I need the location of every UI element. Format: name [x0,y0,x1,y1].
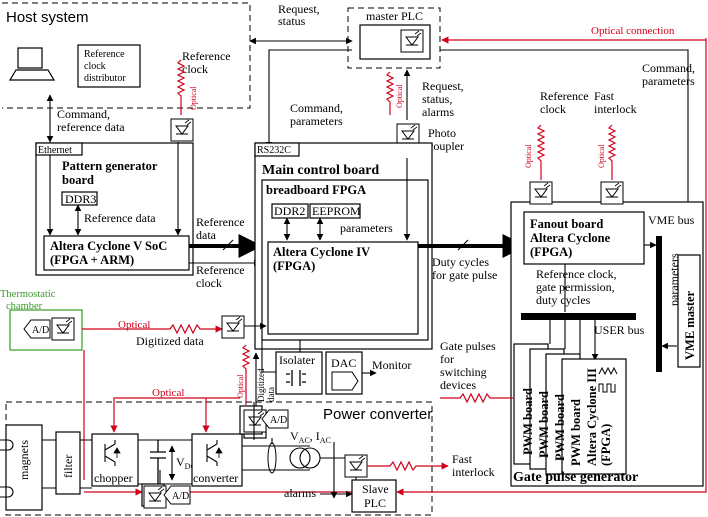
duty-cycles-label: Duty cycles for gate pulse [432,255,497,282]
monitor-label: Monitor [372,358,411,372]
master-plc: master PLC [347,7,441,69]
ddr2-label: DDR2 [274,204,305,218]
optical-label-left: Optical [189,86,198,110]
pwm-board-label-4: PWM board [569,399,583,466]
fast-interlock-label-top: Fast interlock [594,89,637,116]
filter-box [55,431,81,495]
thermo-optical-label: Optical [118,319,150,331]
request-status-label: Request, status [278,2,323,28]
vdc-label: VDC [176,455,196,471]
slave-plc-label: Slave PLC [362,482,392,510]
request-status-alarms-label: Request, status, alarms [422,79,467,119]
thermostatic-chamber: Thermostatic chamber A/D [0,289,83,351]
vac-iac-label: VAC, IAC [290,429,331,445]
parameters-main-label: parameters [340,221,393,235]
isolater-label: Isolater [279,353,315,367]
thermo-ad-label: A/D [32,325,49,336]
gate-pulses-label: Gate pulses for switching devices [440,339,499,392]
digitized-data-small-label: Digitized data [256,366,276,402]
pulse-waveform-icon [598,366,618,393]
power-converter-title: Power converter [323,406,432,423]
reference-clock-label-right: Reference clock [540,89,592,116]
dac-label: DAC [331,356,356,370]
ethernet-label: Ethernet [38,145,72,156]
reference-data-link-label: Reference data [196,215,248,242]
ddr3-label: DDR3 [65,192,96,206]
optical-connection-label: Optical connection [591,25,675,37]
optical-label-photo: Optical [395,84,404,108]
reference-clock-label-left: Reference clock [182,49,234,76]
gate-pulse-generator-title: Gate pulse generator [513,470,638,485]
user-bus-bar [521,313,636,320]
rs232c-label: RS232C [257,145,291,156]
slave-plc-box [351,479,397,513]
pwm-board-label-1: PWM board [521,388,535,455]
main-control-board: RS232C Main control board breadboard FPG… [254,142,433,350]
pattern-reference-data-label: Reference data [84,211,156,225]
pwm-board-label-2: PWM board [537,391,551,458]
ref-gate-duty-label: Reference clock, gate permission, duty c… [536,267,620,307]
fast-interlock-label-bottom: Fast interlock [452,452,495,479]
command-parameters-right-label: Command, parameters [642,61,698,88]
thermostatic-label: Thermostatic chamber [0,289,58,312]
digitized-data-label: Digitized data [136,334,204,348]
master-plc-label: master PLC [366,9,423,23]
alarms-label: alarms [284,486,316,500]
cyclone-iv-chip-label: Altera Cyclone IV (FPGA) [273,245,373,273]
magnets-label: magnets [17,440,31,480]
ref-clock-distributor-box [77,44,141,88]
photo-coupler-label: Photo coupler [428,126,464,153]
ref-clock-distributor-label: Reference clock distributor [84,49,127,84]
power-optical-label: Optical [152,387,184,399]
user-bus-label: USER bus [594,323,645,337]
power-ad-label-top: A/D [270,415,287,426]
transformer-icon [286,370,306,386]
vme-bus-label: VME bus [648,213,695,227]
eeprom-label: EEPROM [312,204,361,218]
chopper-label: chopper [94,471,133,485]
main-control-title: Main control board [262,163,379,178]
host-system-title: Host system [6,9,89,26]
filter-label: filter [61,455,75,478]
photo-coupler-icon [400,29,424,53]
pwm-chip-label: Altera Cyclone III (FPGA) [585,365,613,466]
cyclone-v-chip-label: Altera Cyclone V SoC (FPGA + ARM) [50,239,170,267]
power-converter-area: Power converter Optical magnets filter c… [0,350,495,516]
optical-label-right2: Optical [597,144,606,168]
isolater-box [275,351,323,395]
reference-clock-link-label: Reference clock [196,263,248,290]
power-ad-label-bottom: A/D [172,491,189,502]
vme-master-label: VME master [683,290,697,360]
gate-pulse-generator: Fanout board Altera Cyclone (FPGA) VME b… [510,181,704,487]
pwm-board-label-3: PWM board [553,394,567,461]
command-parameters-mid-label: Command, parameters [290,101,346,128]
optical-label-monitor: Optical [236,374,245,398]
laptop-icon [8,47,56,81]
vme-bus-bar [656,236,662,372]
pattern-title: Pattern generator board [62,159,160,187]
converter-label: converter [193,471,238,485]
optical-label-right1: Optical [524,144,533,168]
fanout-title: Fanout board Altera Cyclone (FPGA) [530,217,613,259]
breadboard-fpga-label: breadboard FPGA [266,183,366,197]
command-ref-data-label: Command, reference data [57,107,125,134]
pattern-generator-board: Ethernet Pattern generator board DDR3 Re… [35,142,194,276]
host-system-area: Host system Reference clock distributor [2,2,251,109]
